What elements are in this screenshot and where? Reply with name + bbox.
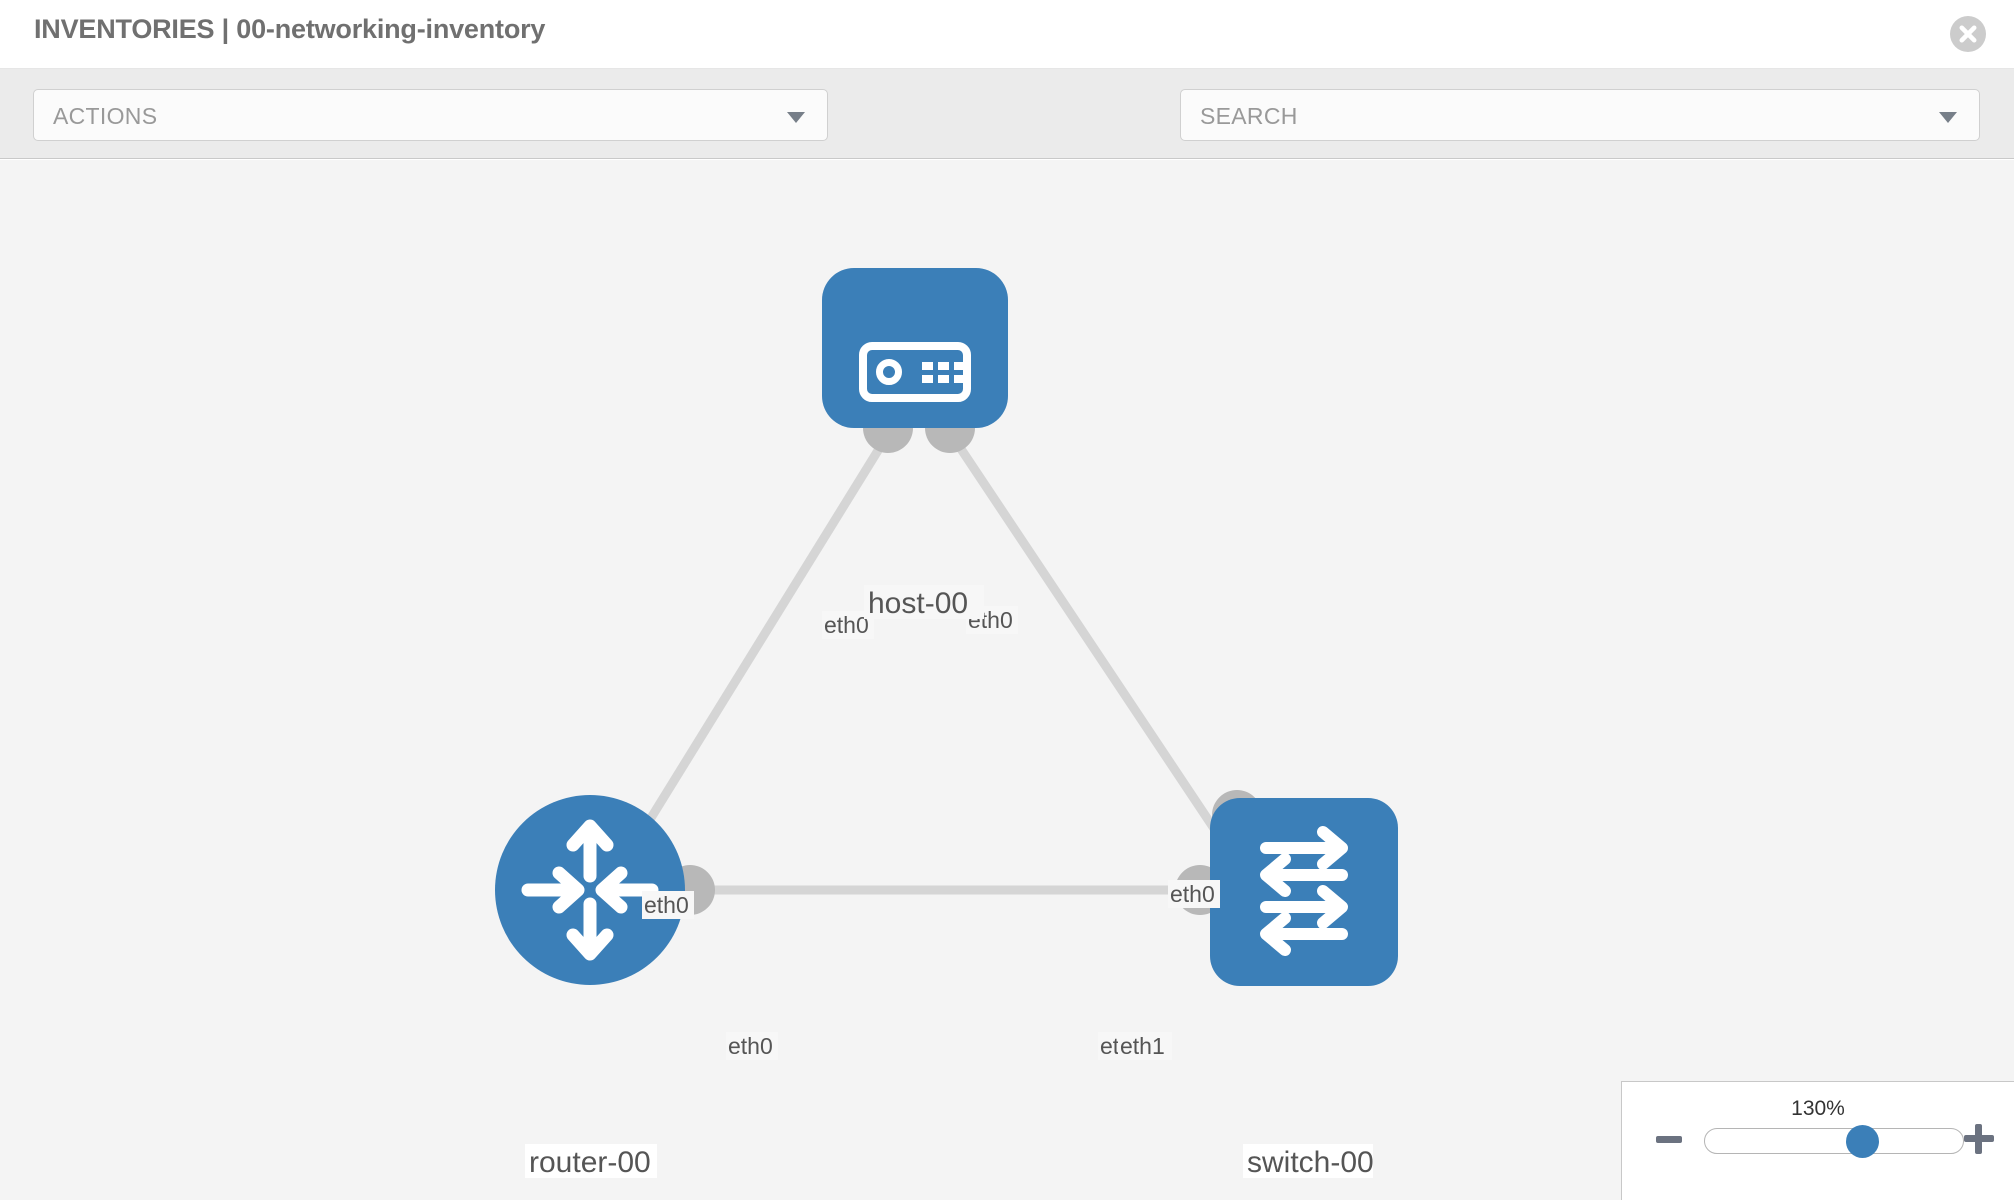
chevron-down-icon [787, 112, 805, 123]
toolbar: ACTIONS SEARCH [0, 69, 2014, 200]
edge-host-switch[interactable] [931, 407, 1239, 863]
node-name-labels: host-00 router-00 switch-00 [525, 585, 1374, 1179]
label-host-left-eth: eth0 [824, 612, 869, 638]
node-label-switch-00: switch-00 [1247, 1146, 1374, 1179]
actions-dropdown[interactable]: ACTIONS [33, 89, 828, 141]
page-title: INVENTORIES | 00-networking-inventory [34, 14, 546, 44]
node-host-00[interactable] [822, 268, 1008, 428]
search-input[interactable]: SEARCH [1180, 89, 1980, 141]
label-switch-up-eth: eth0 [1170, 881, 1215, 907]
zoom-control-panel: 130% [1621, 1081, 2014, 1200]
edge-interface-labels: eth0 eth0 eth0 eth0 eth0 eth0 eth1 [642, 606, 1220, 1060]
edge-router-host[interactable] [621, 407, 907, 863]
close-icon[interactable] [1950, 16, 1986, 52]
zoom-level-label: 130% [1791, 1097, 1845, 1120]
topology-edges: host-00 --> switch-00 --> switch-00 --> [621, 407, 1245, 895]
node-router-00[interactable] [495, 795, 685, 985]
node-switch-00[interactable] [1210, 798, 1398, 986]
page-header: INVENTORIES | 00-networking-inventory [0, 0, 2014, 69]
zoom-in-button[interactable] [1964, 1124, 1994, 1154]
search-placeholder: SEARCH [1200, 103, 1298, 129]
label-router-right-eth: eth0 [728, 1033, 773, 1059]
label-router-up-eth: eth0 [644, 892, 689, 918]
topology-endpoints [665, 403, 1262, 915]
zoom-out-button[interactable] [1656, 1136, 1682, 1143]
label-switch-left-eth1: eth1 [1120, 1033, 1165, 1059]
node-label-host-00: host-00 [868, 587, 968, 620]
node-label-router-00: router-00 [529, 1146, 651, 1179]
topology-canvas[interactable]: host-00 --> switch-00 --> switch-00 --> [0, 160, 2014, 1200]
zoom-slider-row [1622, 1124, 2014, 1170]
zoom-slider-handle[interactable] [1845, 1125, 1879, 1158]
actions-dropdown-label: ACTIONS [53, 103, 158, 129]
chevron-down-icon [1939, 112, 1957, 123]
zoom-slider-track[interactable] [1704, 1125, 1964, 1158]
